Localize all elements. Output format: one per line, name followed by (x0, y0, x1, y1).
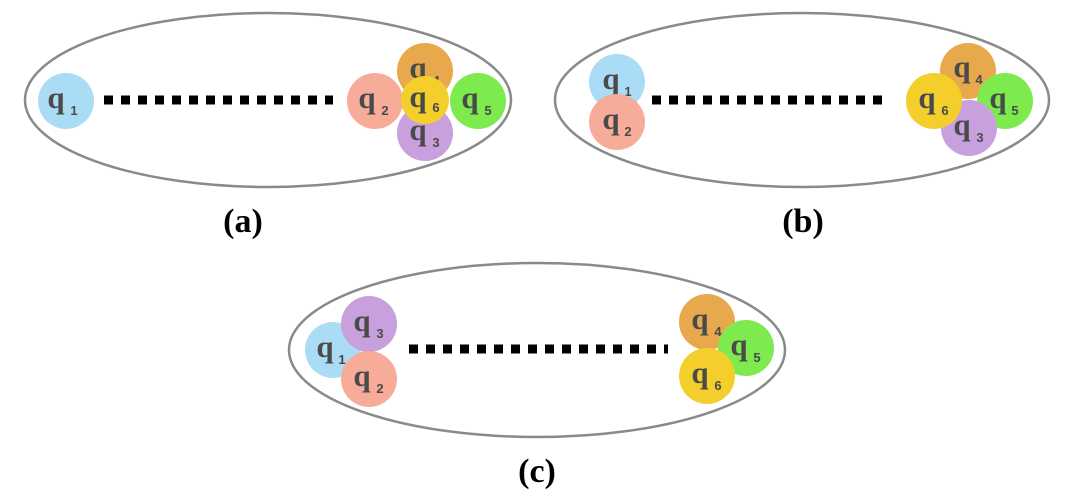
node-letter: q (461, 80, 478, 115)
qubit-node-q2: q 2 (589, 94, 645, 150)
panel-caption: (b) (782, 203, 824, 240)
qubit-node-q1: q 1 (589, 54, 645, 110)
node-index: 4 (975, 72, 983, 87)
node-letter: q (353, 303, 370, 338)
node-circle (450, 73, 506, 129)
qubit-node-q3: q 3 (341, 296, 397, 352)
qubit-node-q5: q 5 (450, 73, 506, 129)
node-letter: q (730, 327, 747, 362)
panel-b: q 1 q 2 q 4 q 5 q 3 q 6 (b) (553, 11, 1051, 240)
node-letter: q (409, 79, 426, 114)
node-index: 1 (624, 84, 631, 99)
node-letter: q (989, 80, 1006, 115)
qubit-node-q5: q 5 (718, 320, 774, 376)
node-circle (589, 54, 645, 110)
node-letter: q (353, 358, 370, 393)
panel-c: q 1 q 3 q 2 q 4 q 5 q 6 (c) (287, 261, 787, 490)
cluster-ellipse (23, 11, 513, 189)
node-index: 6 (714, 378, 721, 393)
node-index: 2 (381, 103, 388, 118)
node-circle (401, 76, 449, 124)
node-circle (906, 73, 962, 129)
qubit-node-q6: q 6 (679, 348, 735, 404)
qubit-node-q1: q 1 (38, 73, 94, 129)
node-circle (38, 73, 94, 129)
node-letter: q (691, 301, 708, 336)
node-index: 4 (714, 324, 722, 339)
node-circle (679, 348, 735, 404)
cluster-ellipse (553, 11, 1051, 189)
node-letter: q (358, 80, 375, 115)
node-circle (589, 94, 645, 150)
node-letter: q (953, 49, 970, 84)
qubit-node-q6: q 6 (906, 73, 962, 129)
node-index: 6 (941, 103, 948, 118)
node-circle (347, 73, 403, 129)
panel-caption: (a) (223, 203, 263, 240)
qubit-node-q2: q 2 (341, 351, 397, 407)
node-index: 2 (624, 124, 631, 139)
node-letter: q (602, 101, 619, 136)
node-index: 3 (976, 130, 983, 145)
node-index: 6 (432, 100, 439, 115)
node-letter: q (691, 355, 708, 390)
node-letter: q (602, 61, 619, 96)
panel-caption: (c) (518, 453, 556, 490)
node-circle (341, 296, 397, 352)
node-letter: q (316, 329, 333, 364)
node-index: 5 (1011, 103, 1018, 118)
node-index: 2 (376, 381, 383, 396)
node-index: 3 (432, 135, 439, 150)
node-letter: q (47, 80, 64, 115)
node-index: 1 (338, 352, 345, 367)
qubit-node-q2: q 2 (347, 73, 403, 129)
node-letter: q (918, 80, 935, 115)
cluster-ellipse (287, 261, 787, 439)
node-index: 5 (484, 103, 491, 118)
qubit-node-q6: q 6 (401, 76, 449, 124)
node-index: 3 (376, 326, 383, 341)
node-index: 1 (70, 103, 77, 118)
node-circle (341, 351, 397, 407)
node-index: 5 (753, 350, 760, 365)
node-circle (718, 320, 774, 376)
panel-a: q 1 q 4 q 2 q 5 q 3 q 6 (a) (23, 11, 513, 240)
